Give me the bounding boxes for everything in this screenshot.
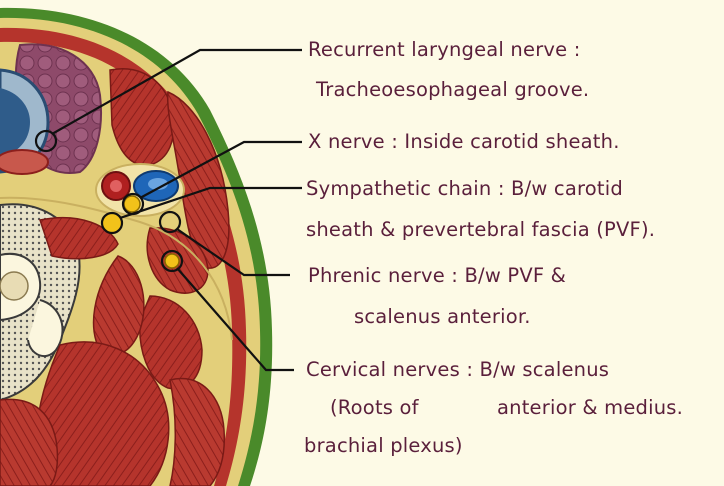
sympathetic-chain-marker xyxy=(102,213,122,233)
phrenic-nerve-dot xyxy=(165,254,179,268)
label-cervical-nerves-line2: anterior & medius. xyxy=(497,398,683,418)
label-cervical-nerves-line4: brachial plexus) xyxy=(304,436,463,456)
esophagus xyxy=(0,150,48,174)
vagus-nerve xyxy=(124,196,140,212)
label-recurrent-laryngeal-line1: Recurrent laryngeal nerve : xyxy=(308,40,581,60)
label-phrenic-nerve-line1: Phrenic nerve : B/w PVF & xyxy=(308,266,566,286)
spinal-cord xyxy=(0,272,28,300)
label-recurrent-laryngeal-line2: Tracheoesophageal groove. xyxy=(316,80,589,100)
label-sympathetic-chain-line1: Sympathetic chain : B/w carotid xyxy=(306,179,623,199)
common-carotid-artery-lumen xyxy=(110,180,122,192)
label-vagus-nerve: X nerve : Inside carotid sheath. xyxy=(308,132,620,152)
label-cervical-nerves-line1: Cervical nerves : B/w scalenus xyxy=(306,360,609,380)
label-cervical-nerves-line3: (Roots of xyxy=(330,398,419,418)
label-sympathetic-chain-line2: sheath & prevertebral fascia (PVF). xyxy=(306,220,655,240)
label-phrenic-nerve-line2: scalenus anterior. xyxy=(354,307,531,327)
